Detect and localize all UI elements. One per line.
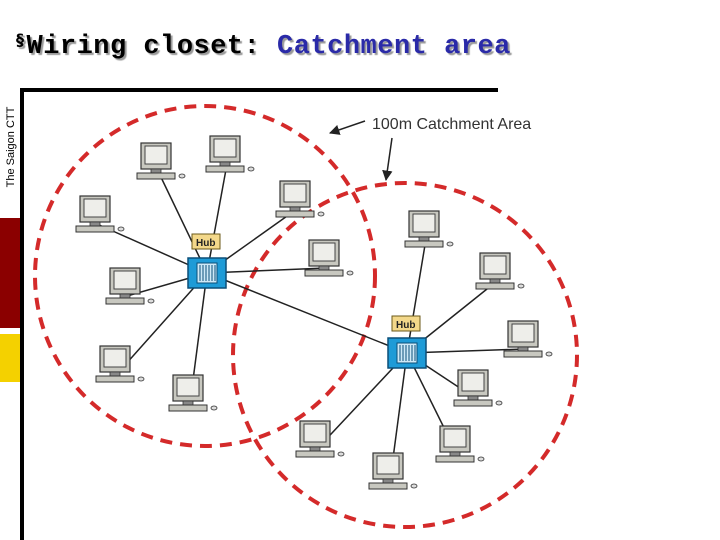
slide-title: §Wiring closet: Catchment area — [16, 30, 511, 62]
catchment-circle-right — [231, 181, 579, 529]
title-bullet-icon: § — [16, 30, 25, 49]
catchment-arrow-down — [382, 137, 393, 182]
sidebar-red-block — [0, 218, 20, 328]
computer-icon — [75, 195, 125, 233]
computer-icon — [304, 239, 354, 277]
hub-label-box — [191, 233, 221, 250]
hub-label: Hub — [396, 320, 415, 331]
computer-icon — [95, 345, 145, 383]
hub-left-icon: Hub — [187, 233, 227, 289]
title-part-wiring-closet: Wiring closet: — [26, 32, 261, 62]
title-part-catchment-area: Catchment area — [277, 32, 511, 62]
cable — [206, 267, 327, 274]
hub-label: Hub — [196, 238, 215, 249]
cable — [116, 272, 208, 375]
cable — [316, 352, 408, 450]
catchment-arrow-left — [329, 120, 366, 135]
catchment-circle-left — [33, 104, 377, 448]
computer-icon — [168, 374, 218, 412]
computer-icon — [295, 420, 345, 458]
hub-link-cable — [206, 272, 408, 354]
computer-icon — [136, 142, 186, 180]
computer-icon — [453, 369, 503, 407]
computer-icon — [475, 252, 525, 290]
computer-icon — [404, 210, 454, 248]
cable — [206, 163, 228, 274]
cable — [157, 170, 208, 274]
sidebar-divider-line — [20, 88, 24, 540]
hub-right-icon: Hub — [387, 315, 427, 369]
sidebar-yellow-block — [0, 334, 20, 382]
computer-icon — [275, 180, 325, 218]
title-underline — [20, 88, 498, 92]
computer-icon — [503, 320, 553, 358]
catchment-area-label: 100m Catchment Area — [372, 116, 531, 133]
cable — [406, 238, 427, 354]
hub-label-box — [391, 315, 421, 332]
computer-icon — [435, 425, 485, 463]
computer-icon — [368, 452, 418, 490]
computer-icon — [205, 135, 255, 173]
computers — [75, 135, 553, 490]
computer-icon — [105, 267, 155, 305]
